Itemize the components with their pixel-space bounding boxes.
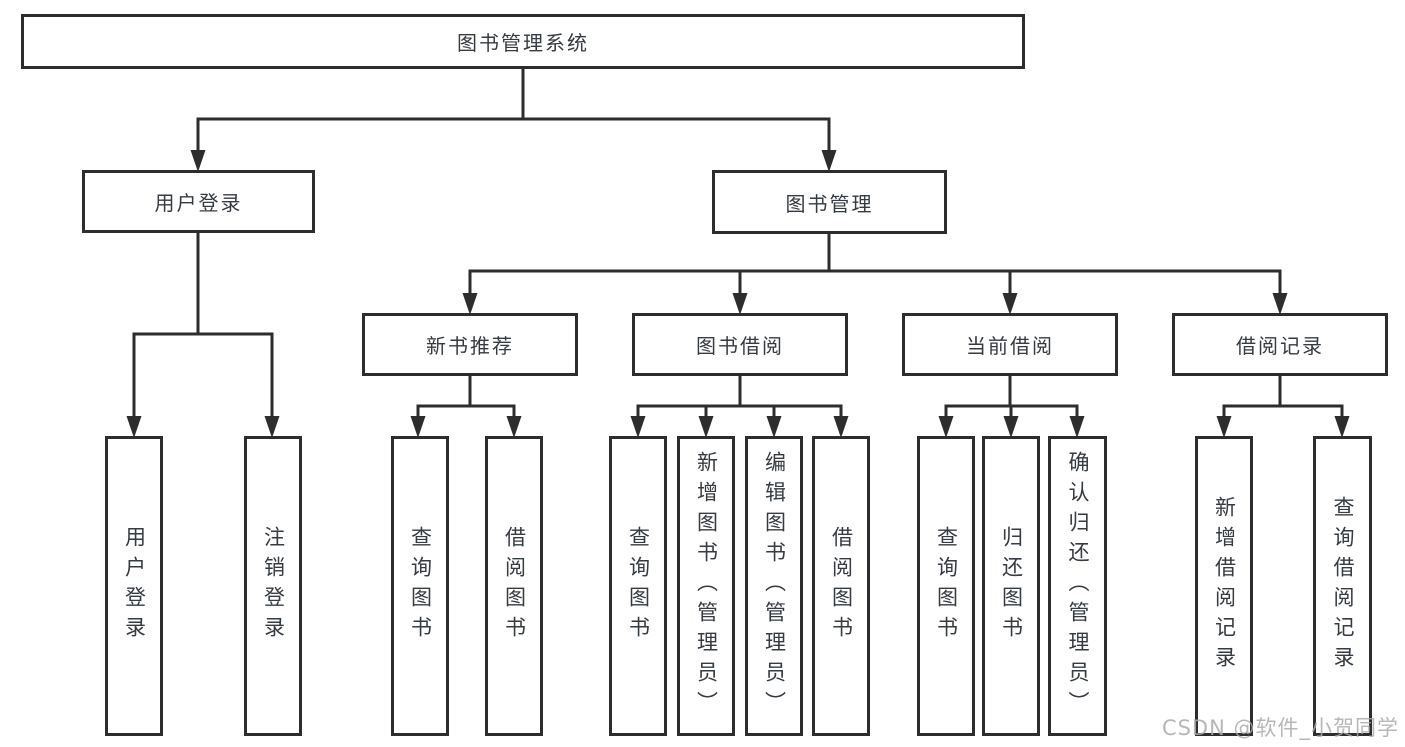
node-library-system: 图书管理系统 bbox=[21, 14, 1025, 69]
leaf-query-books-current: 查询图书 bbox=[917, 436, 975, 736]
leaf-add-borrow-record: 新增借阅记录 bbox=[1195, 436, 1253, 736]
csdn-watermark: CSDN @软件_小贺同学 bbox=[1161, 716, 1399, 740]
leaf-return-books: 归还图书 bbox=[982, 436, 1040, 736]
leaf-borrow-books-recommend: 借阅图书 bbox=[485, 436, 543, 736]
node-borrow-records: 借阅记录 bbox=[1172, 313, 1388, 376]
leaf-query-books-recommend: 查询图书 bbox=[391, 436, 449, 736]
tree-edges bbox=[126, 69, 1350, 438]
leaf-logout: 注销登录 bbox=[244, 436, 302, 736]
leaf-confirm-return-admin: 确认归还（管理员） bbox=[1048, 436, 1107, 736]
leaf-add-books-admin: 新增图书（管理员） bbox=[677, 436, 735, 736]
leaf-user-login: 用户登录 bbox=[105, 436, 163, 736]
leaf-edit-books-admin: 编辑图书（管理员） bbox=[745, 436, 803, 736]
node-new-book-recommend: 新书推荐 bbox=[362, 313, 578, 376]
leaf-query-books-borrow: 查询图书 bbox=[609, 436, 667, 736]
node-user-login: 用户登录 bbox=[82, 170, 315, 233]
node-book-management: 图书管理 bbox=[712, 170, 947, 234]
leaf-query-borrow-record: 查询借阅记录 bbox=[1313, 436, 1372, 736]
node-book-borrow: 图书借阅 bbox=[632, 313, 848, 376]
arrowhead-icons bbox=[126, 150, 1350, 438]
leaf-borrow-books-borrow: 借阅图书 bbox=[812, 436, 870, 736]
node-current-borrow: 当前借阅 bbox=[902, 313, 1118, 376]
